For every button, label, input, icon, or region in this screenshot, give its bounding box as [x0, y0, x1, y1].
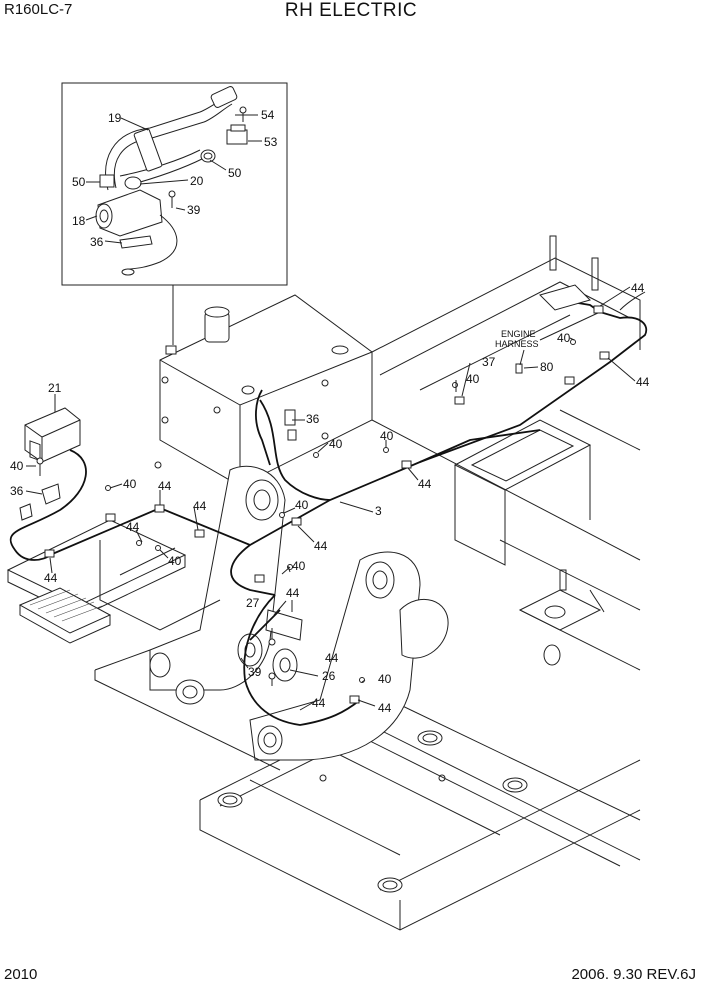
boom-brackets: [94, 465, 449, 771]
upper-frame: [371, 235, 641, 671]
callout-36: 36: [306, 412, 320, 426]
callout-53: 53: [264, 135, 278, 149]
callout-44: 44: [636, 375, 650, 389]
hydraulic-tank: [154, 294, 373, 487]
callout-18: 18: [72, 214, 86, 228]
callout-44: 44: [314, 539, 328, 553]
callout-44: 44: [44, 571, 58, 585]
callout-50: 50: [228, 166, 242, 180]
callout-26: 26: [322, 669, 336, 683]
callout-44: 44: [126, 520, 140, 534]
callout-40: 40: [123, 477, 137, 491]
callout-3: 3: [375, 504, 382, 518]
callout-50: 50: [72, 175, 86, 189]
detail-inset: [61, 82, 288, 286]
callout-40: 40: [557, 331, 571, 345]
model-number: R160LC-7: [4, 1, 73, 18]
callout-36: 36: [10, 484, 24, 498]
callout-19: 19: [108, 111, 122, 125]
left-step: [6, 519, 221, 644]
callout-39: 39: [187, 203, 201, 217]
engine-harness-label: ENGINE: [501, 329, 536, 339]
wire-harness: [9, 291, 648, 726]
page-number: 2010: [4, 966, 38, 983]
callout-40: 40: [10, 459, 24, 473]
engine-harness-label: HARNESS: [495, 339, 539, 349]
callout-54: 54: [261, 108, 275, 122]
callout-40: 40: [168, 554, 182, 568]
callout-27: 27: [246, 596, 260, 610]
work-lamp: [19, 407, 81, 521]
callout-40: 40: [295, 498, 309, 512]
callout-40: 40: [292, 559, 306, 573]
callout-21: 21: [48, 381, 62, 395]
callout-20: 20: [190, 174, 204, 188]
callout-44: 44: [158, 479, 172, 493]
callout-44: 44: [631, 281, 645, 295]
callout-80: 80: [540, 360, 554, 374]
callout-44: 44: [325, 651, 339, 665]
callout-37: 37: [482, 355, 496, 369]
callout-44: 44: [378, 701, 392, 715]
callout-40: 40: [329, 437, 343, 451]
callout-40: 40: [380, 429, 394, 443]
callout-40: 40: [466, 372, 480, 386]
page-title: RH ELECTRIC: [284, 0, 418, 21]
callout-44: 44: [286, 586, 300, 600]
revision-date: 2006. 9.30 REV.6J: [571, 966, 696, 983]
callout-40: 40: [378, 672, 392, 686]
callout-36: 36: [90, 235, 104, 249]
callout-44: 44: [312, 696, 326, 710]
harness-clips: [44, 284, 610, 704]
callout-39: 39: [248, 665, 262, 679]
callout-44: 44: [418, 477, 432, 491]
callout-44: 44: [193, 499, 207, 513]
leader-lines: [25, 286, 636, 711]
